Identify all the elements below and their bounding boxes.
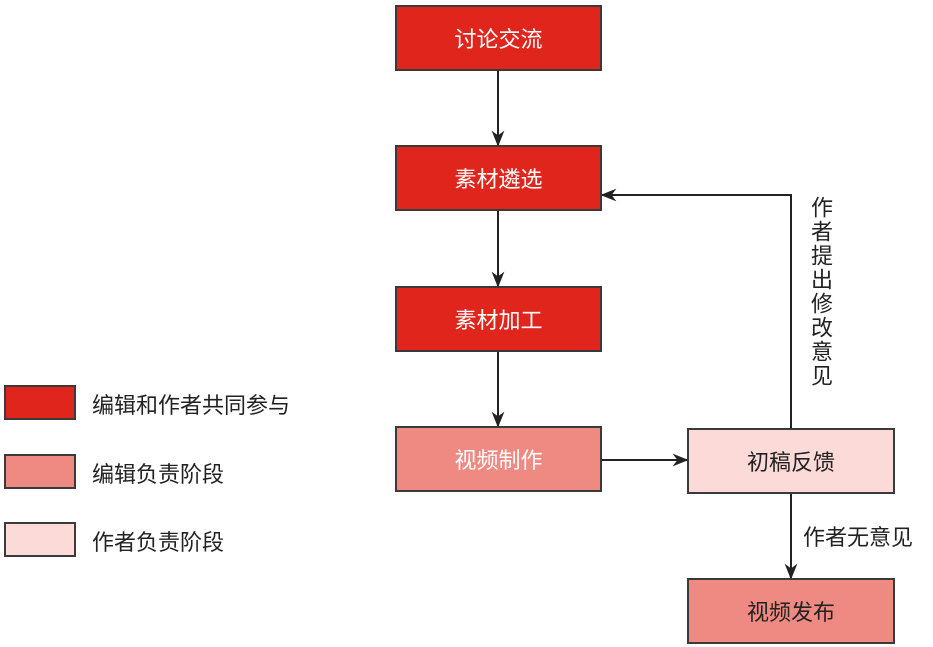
- legend-label-editor: 编辑负责阶段: [92, 463, 225, 488]
- node-select: 素材遴选: [395, 145, 602, 211]
- node-discuss: 讨论交流: [395, 5, 602, 71]
- legend-swatch-joint: [4, 385, 76, 420]
- node-discuss-label: 讨论交流: [454, 28, 543, 53]
- legend-label-author: 作者负责阶段: [92, 531, 225, 556]
- edge-label-no-comment: 作者无意见: [803, 526, 914, 551]
- node-publish: 视频发布: [687, 578, 895, 644]
- edge-label-revise: 作者提出修改意见: [807, 196, 832, 388]
- legend-label-joint: 编辑和作者共同参与: [92, 394, 291, 419]
- node-feedback-label: 初稿反馈: [746, 451, 835, 476]
- node-produce: 视频制作: [395, 426, 602, 492]
- node-process-label: 素材加工: [454, 309, 543, 334]
- node-publish-label: 视频发布: [746, 601, 835, 626]
- arrow-feedback-to-select: [600, 188, 792, 428]
- node-select-label: 素材遴选: [454, 168, 543, 193]
- legend-swatch-editor: [4, 454, 76, 489]
- node-process: 素材加工: [395, 286, 602, 352]
- node-feedback: 初稿反馈: [687, 428, 895, 494]
- legend-swatch-author: [4, 522, 76, 557]
- node-produce-label: 视频制作: [454, 449, 543, 474]
